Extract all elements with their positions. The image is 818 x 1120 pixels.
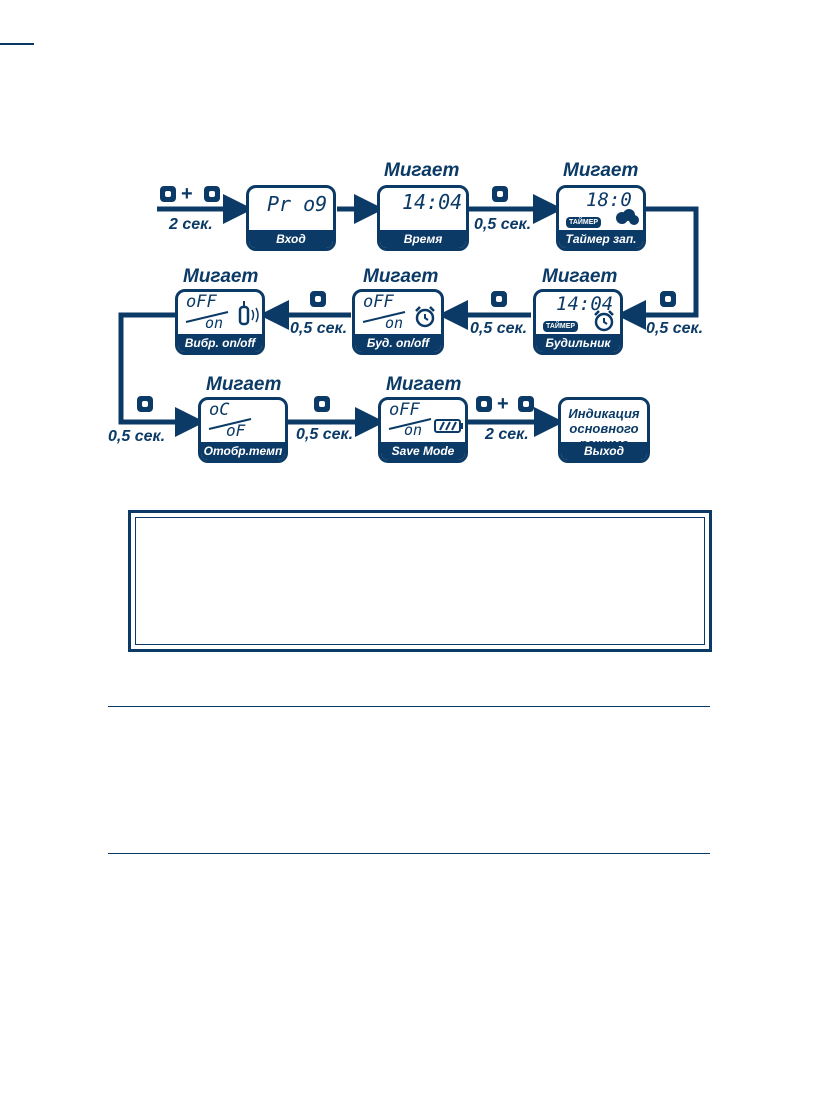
screen-alarm-onoff-bottom: on <box>385 314 404 332</box>
screen-save-mode-top: oFF <box>389 400 420 420</box>
screen-time: 14:04 Время <box>377 185 469 251</box>
timer-icon <box>616 209 639 225</box>
set-button-icon <box>518 396 534 412</box>
alarm-clock-icon <box>594 310 614 332</box>
screen-timer-display: 18:0 1 <box>586 189 643 211</box>
screen-temp-unit-bottom: oF <box>226 421 246 440</box>
screen-save-mode-bottom: on <box>404 421 423 439</box>
divider-slash <box>208 418 252 430</box>
step-time-1: 0,5 сек. <box>474 216 532 233</box>
note-box <box>128 510 712 652</box>
arrow-vibro-to-temp <box>118 312 205 437</box>
mode-button-icon <box>160 186 176 202</box>
alarm-clock-icon <box>415 306 435 328</box>
plus-sign: + <box>497 393 509 415</box>
screen-exit-line2: основного <box>569 421 639 436</box>
screen-save-mode: oFF on Save Mode <box>378 397 468 463</box>
divider-slash <box>362 311 406 323</box>
blink-label-vibro: Мигает <box>183 266 259 287</box>
exit-hold-time: 2 сек. <box>485 426 529 443</box>
screen-timer: 18:0 1 ТАЙМЕР Таймер зап. <box>556 185 646 251</box>
set-button-icon <box>137 396 153 412</box>
corner-mark <box>0 43 34 45</box>
set-button-icon <box>492 186 508 202</box>
screen-timer-tag: ТАЙМЕР <box>566 217 602 228</box>
screen-alarm-onoff-caption: Буд. on/off <box>355 334 441 352</box>
screen-time-caption: Время <box>380 230 466 248</box>
screen-vibro-onoff-caption: Вибр. on/off <box>178 334 262 352</box>
screen-vibro-onoff-bottom: on <box>205 314 224 332</box>
vibration-icon <box>238 301 259 326</box>
section-rule-top <box>108 706 710 707</box>
screen-vibro-onoff: oFF on Вибр. on/off <box>175 289 265 355</box>
set-button-icon <box>314 396 330 412</box>
screen-entry-caption: Вход <box>249 230 333 248</box>
battery-icon <box>434 419 463 433</box>
blink-label-alarm: Мигает <box>542 266 618 287</box>
screen-alarm-onoff: oFF on Буд. on/off <box>352 289 444 355</box>
screen-exit-caption: Выход <box>561 442 647 460</box>
blink-label-time: Мигает <box>384 160 460 181</box>
screen-temp-unit: oC oF Отобр.темп <box>198 397 288 463</box>
note-box-inner <box>135 517 705 645</box>
mode-button-icon <box>476 396 492 412</box>
set-button-icon <box>491 291 507 307</box>
set-button-icon <box>204 186 220 202</box>
step-time-4: 0,5 сек. <box>290 320 348 337</box>
screen-alarm-caption: Будильник <box>536 334 620 352</box>
screen-timer-caption: Таймер зап. <box>559 230 643 248</box>
blink-label-save: Мигает <box>386 374 462 395</box>
set-button-icon <box>310 291 326 307</box>
screen-alarm-onoff-top: oFF <box>363 292 394 312</box>
section-rule-bottom <box>108 853 710 854</box>
screen-exit: Индикация основного режима Выход <box>558 397 650 463</box>
arrow-timer-to-alarm <box>616 206 699 330</box>
screen-vibro-onoff-top: oFF <box>186 292 217 312</box>
blink-label-alarm-onoff: Мигает <box>363 266 439 287</box>
screen-alarm-display: 14:04 <box>556 293 614 315</box>
screen-exit-line1: Индикация <box>568 406 640 421</box>
screen-exit-text: Индикация основного режима <box>561 406 647 451</box>
step-time-2: 0,5 сек. <box>646 320 704 337</box>
screen-temp-unit-caption: Отобр.темп <box>201 442 285 460</box>
step-time-3: 0,5 сек. <box>470 320 528 337</box>
blink-label-timer: Мигает <box>563 160 639 181</box>
screen-save-mode-caption: Save Mode <box>381 442 465 460</box>
screen-alarm-clock: 14:04 ТАЙМЕР Будильник <box>533 289 623 355</box>
start-hold-time: 2 сек. <box>169 216 213 233</box>
screen-time-display: 14:04 <box>402 190 463 214</box>
screen-entry: Pr o9 Вход <box>246 185 336 251</box>
screen-alarm-tag: ТАЙМЕР <box>543 321 579 332</box>
step-time-5: 0,5 сек. <box>108 428 166 445</box>
set-button-icon <box>660 291 676 307</box>
step-time-6: 0,5 сек. <box>296 426 354 443</box>
screen-entry-display: Pr o9 <box>267 192 328 216</box>
divider-slash <box>185 311 229 323</box>
plus-sign: + <box>181 183 193 205</box>
divider-slash <box>388 418 432 430</box>
screen-temp-unit-top: oC <box>209 400 230 420</box>
blink-label-temp: Мигает <box>206 374 282 395</box>
